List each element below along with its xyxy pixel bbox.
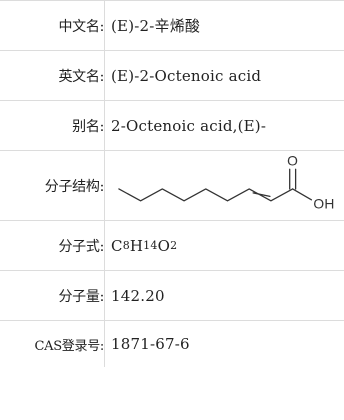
english-name-label: 英文名: (0, 51, 105, 100)
formula-hydrogen: H (129, 236, 144, 255)
double-bond-inner-line (252, 191, 271, 197)
formula-oxygen: O (157, 236, 171, 255)
structure-diagram: O OH (105, 151, 344, 220)
alias-label: 别名: (0, 101, 105, 150)
molecule-skeletal-formula: O OH (118, 153, 334, 211)
row-alias: 别名: 2-Octenoic acid,(E)- (0, 101, 344, 151)
hydroxyl-bond (292, 187, 313, 200)
carbon-chain-bond (118, 187, 294, 201)
chinese-name-label: 中文名: (0, 1, 105, 50)
row-chinese-name: 中文名: (E)-2-辛烯酸 (0, 1, 344, 51)
alias-value: 2-Octenoic acid,(E)- (111, 116, 267, 135)
cas-value: 1871-67-6 (111, 335, 190, 353)
row-molecular-weight: 分子量: 142.20 (0, 271, 344, 321)
row-structure: 分子结构: O OH (0, 151, 344, 221)
hydroxyl-atom-label: OH (313, 195, 334, 211)
chinese-name-value: (E)-2-辛烯酸 (111, 17, 201, 35)
formula-oxygen-count: 2 (170, 239, 178, 252)
molecular-weight-value: 142.20 (111, 286, 165, 305)
cas-label: CAS登录号: (0, 321, 105, 367)
structure-label: 分子结构: (0, 151, 105, 220)
molecular-weight-label: 分子量: (0, 271, 105, 320)
formula-label: 分子式: (0, 221, 105, 270)
row-english-name: 英文名: (E)-2-Octenoic acid (0, 51, 344, 101)
formula-carbon: C (111, 236, 123, 255)
formula-hydrogen-count: 14 (143, 239, 158, 252)
row-cas: CAS登录号: 1871-67-6 (0, 321, 344, 367)
english-name-value: (E)-2-Octenoic acid (111, 66, 262, 85)
formula-carbon-count: 8 (122, 239, 130, 252)
oxygen-atom-label: O (287, 153, 298, 168)
